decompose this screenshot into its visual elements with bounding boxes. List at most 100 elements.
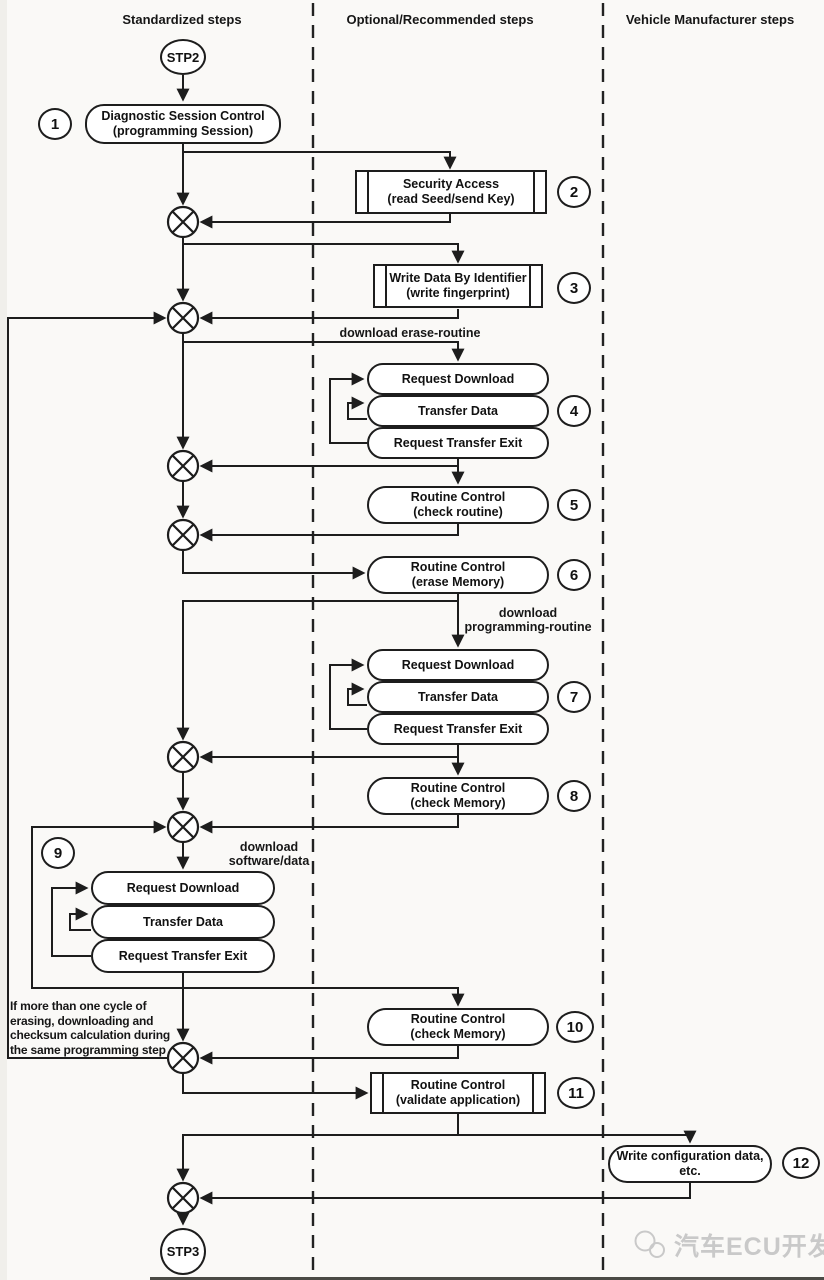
watermark-text: 汽车ECU开发 (674, 1233, 824, 1261)
step-number-label: 7 (569, 688, 579, 706)
node-title: Write configuration data, (616, 1149, 764, 1163)
node-title: Request Download (401, 657, 515, 672)
node-title: Routine Control (410, 490, 506, 504)
xor-junction (166, 301, 200, 335)
node-title: Request Download (401, 371, 515, 386)
wechat-logo-icon (634, 1230, 665, 1258)
step-number-12: 12 (782, 1147, 820, 1179)
step-number-label: 6 (569, 566, 579, 584)
node-subtitle: (validate application) (395, 1093, 521, 1107)
node-write-configuration-data: Write configuration data, etc. (608, 1145, 772, 1183)
step-number-label: 5 (569, 496, 579, 514)
step-number-5: 5 (557, 489, 591, 521)
step-number-label: 11 (568, 1084, 584, 1102)
step-number-6: 6 (557, 559, 591, 591)
xor-junction (166, 1041, 200, 1075)
node-routine-control-check-memory-8: Routine Control (check Memory) (367, 777, 549, 815)
xor-junction (166, 810, 200, 844)
step-number-label: 10 (566, 1018, 584, 1036)
annotation-line: checksum calculation during (10, 1028, 170, 1042)
edge-label-line: programming-routine (464, 620, 592, 634)
node-title: Transfer Data (143, 914, 223, 929)
node-request-download-4: Request Download (367, 363, 549, 395)
node-routine-control-check-memory-10: Routine Control (check Memory) (367, 1008, 549, 1046)
node-request-download-7: Request Download (367, 649, 549, 681)
step-number-label: 4 (569, 402, 579, 420)
lane-header-optional: Optional/Recommended steps (346, 12, 534, 27)
edge-label-download-programming-routine: download programming-routine (455, 606, 601, 634)
predefined-process-bar (533, 172, 535, 212)
step-number-9: 9 (41, 837, 75, 869)
xor-junction (166, 449, 200, 483)
predefined-process-bar (385, 266, 387, 306)
edge-label-line: download (239, 840, 299, 854)
xor-junction (166, 518, 200, 552)
node-title: Routine Control (410, 1012, 506, 1026)
node-transfer-data-7: Transfer Data (367, 681, 549, 713)
step-number-8: 8 (557, 780, 591, 812)
node-title: Transfer Data (418, 403, 498, 418)
node-routine-control-check-routine: Routine Control (check routine) (367, 486, 549, 524)
node-subtitle: (erase Memory) (411, 575, 505, 589)
step-number-label: 9 (53, 844, 63, 862)
node-diagnostic-session-control: Diagnostic Session Control (programming … (85, 104, 281, 144)
xor-junction (166, 205, 200, 239)
node-subtitle: (check routine) (413, 505, 503, 519)
node-request-transfer-exit-4: Request Transfer Exit (367, 427, 549, 459)
node-title: Diagnostic Session Control (101, 109, 265, 123)
node-routine-control-erase-memory: Routine Control (erase Memory) (367, 556, 549, 594)
xor-junction (166, 1181, 200, 1215)
annotation-line: the same programming step (10, 1042, 166, 1057)
edge-label-download-erase-routine: download erase-routine (339, 326, 481, 340)
node-title: Transfer Data (418, 689, 498, 704)
edge-label-line: software/data (228, 854, 310, 868)
node-request-transfer-exit-7: Request Transfer Exit (367, 713, 549, 745)
step-number-11: 11 (557, 1077, 595, 1109)
lane-header-vehicle: Vehicle Manufacturer steps (625, 12, 795, 27)
loop-annotation: If more than one cycle of erasing, downl… (10, 999, 190, 1057)
node-transfer-data-9: Transfer Data (91, 905, 275, 939)
watermark: 汽车ECU开发 (632, 1227, 824, 1263)
node-subtitle: etc. (679, 1164, 701, 1178)
step-number-2: 2 (557, 176, 591, 208)
step-number-label: 2 (569, 183, 579, 201)
step-number-1: 1 (38, 108, 72, 140)
node-title: Routine Control (410, 781, 506, 795)
node-title: Routine Control (410, 1078, 506, 1092)
terminal-stp3: STP3 (160, 1228, 206, 1275)
annotation-line: erasing, downloading and (10, 1013, 154, 1028)
node-subtitle: (check Memory) (410, 796, 506, 810)
step-number-label: 1 (50, 115, 60, 133)
node-subtitle: (check Memory) (410, 1027, 506, 1041)
step-number-label: 12 (792, 1154, 810, 1172)
node-routine-control-validate-application: Routine Control (validate application) (370, 1072, 546, 1114)
node-request-transfer-exit-9: Request Transfer Exit (91, 939, 275, 973)
predefined-process-bar (367, 172, 369, 212)
node-security-access: Security Access (read Seed/send Key) (355, 170, 547, 214)
node-title: Request Download (126, 880, 240, 895)
node-write-data-by-identifier: Write Data By Identifier (write fingerpr… (373, 264, 543, 308)
page-margin-strip (0, 0, 7, 1280)
edge-label-download-software-data: download software/data (203, 840, 335, 868)
node-title: Request Transfer Exit (393, 721, 523, 736)
step-number-label: 8 (569, 787, 579, 805)
xor-junction (166, 740, 200, 774)
node-subtitle: (write fingerprint) (406, 286, 510, 300)
node-subtitle: (programming Session) (112, 124, 254, 138)
edge-label-line: download (498, 606, 558, 620)
node-title: Request Transfer Exit (118, 948, 248, 963)
node-title: Security Access (402, 177, 500, 191)
step-number-label: 3 (569, 279, 579, 297)
node-transfer-data-4: Transfer Data (367, 395, 549, 427)
step-number-7: 7 (557, 681, 591, 713)
node-title: Write Data By Identifier (389, 271, 527, 285)
predefined-process-bar (382, 1074, 384, 1112)
lane-dividers (311, 3, 605, 1280)
node-title: Request Transfer Exit (393, 435, 523, 450)
annotation-line: If more than one cycle of (10, 999, 147, 1013)
lane-header-standardized: Standardized steps (122, 12, 242, 27)
node-title: Routine Control (410, 560, 506, 574)
predefined-process-bar (529, 266, 531, 306)
